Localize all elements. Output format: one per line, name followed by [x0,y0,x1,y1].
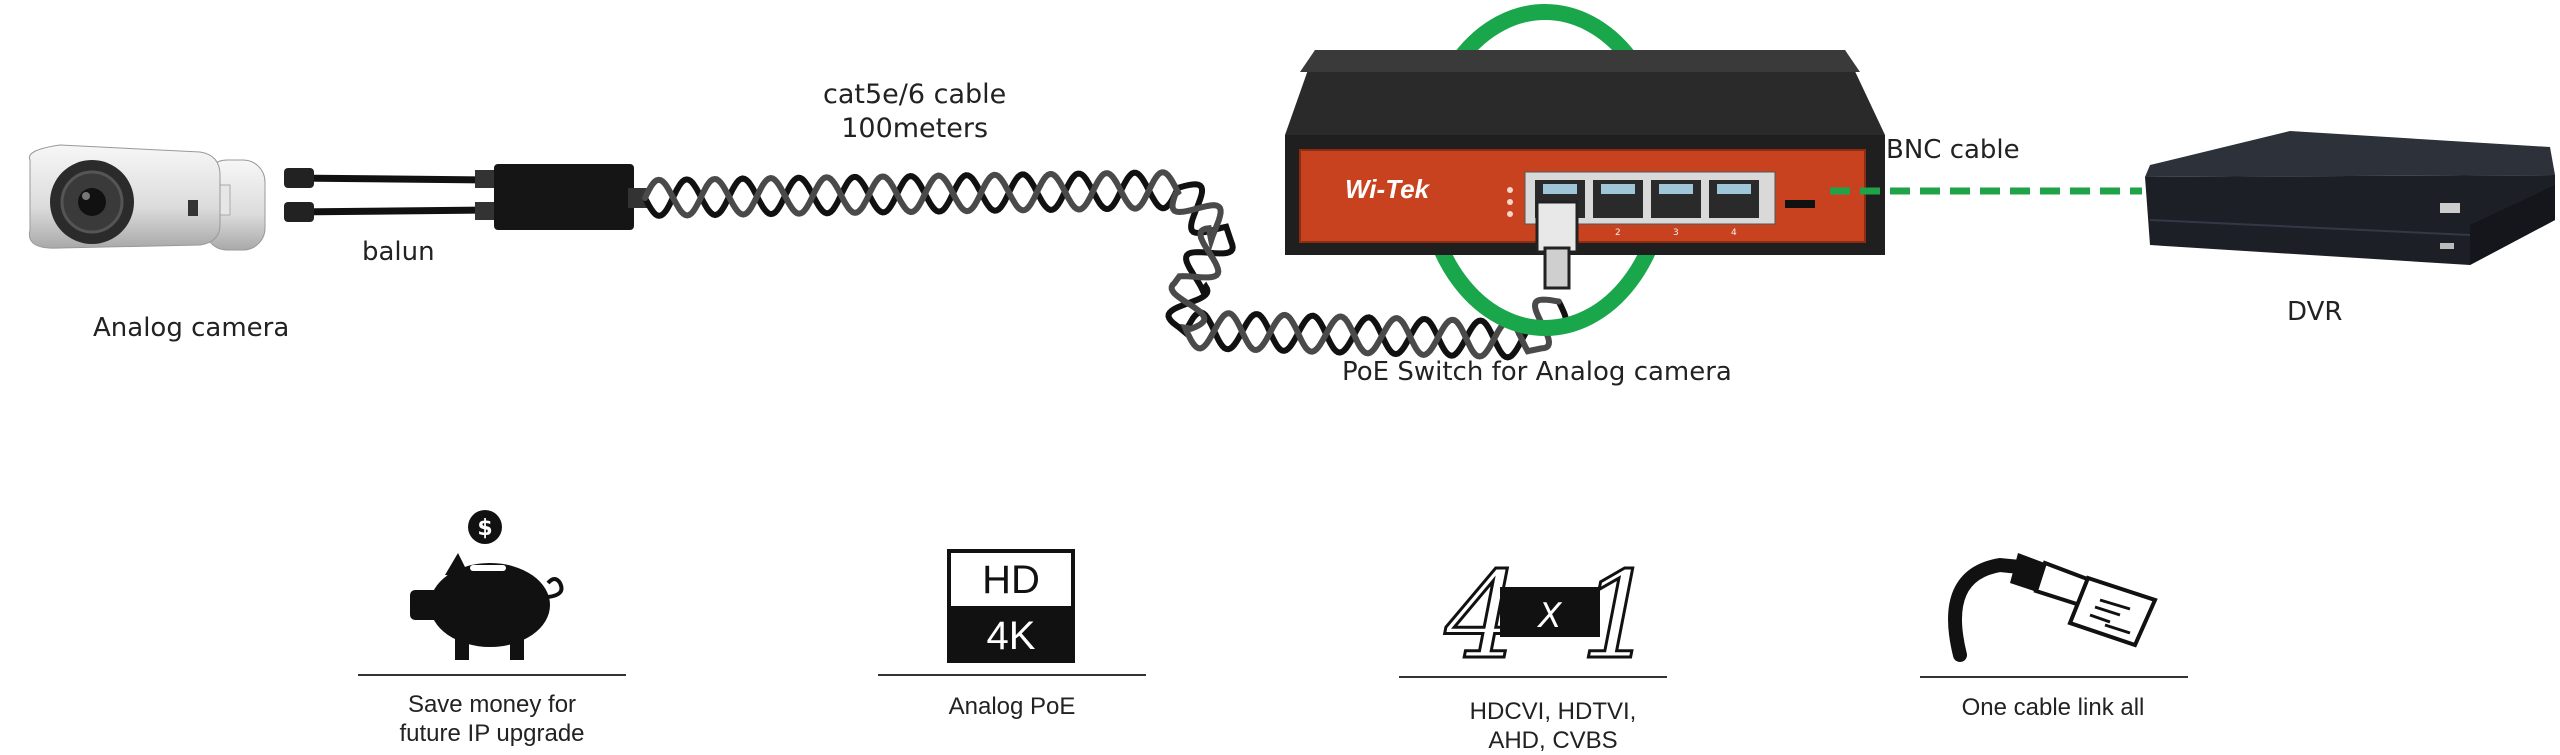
piggy-bank-icon: $ [410,510,564,660]
feature-divider-3 [1399,676,1667,678]
feature-3-line2: AHD, CVBS [1488,727,1618,754]
four-in-one-icon: 4 X 1 [1443,546,1658,688]
cable-label-line1: cat5e/6 cable [823,79,1007,110]
switch-port-4: 4 [1731,228,1737,238]
svg-text:$: $ [477,516,492,541]
bnc-cable-line [1830,187,2142,195]
cable-strand-b [642,169,1562,360]
switch-brand: Wi-Tek [1345,174,1431,204]
hd-text: HD [982,558,1040,602]
feature-label-one-cable: One cable link all [1893,693,2213,722]
feature-label-formats: HDCVI, HDTVI, AHD, CVBS [1393,697,1713,755]
feature-divider-1 [358,674,626,676]
camera-leads [284,168,497,222]
feature-1-line1: Save money for [407,691,577,718]
feature-label-analog-poe: Analog PoE [852,692,1172,721]
bnc-cable-label: BNC cable [1886,135,2020,165]
poe-switch: Wi-Tek 1 2 3 4 [1285,50,1885,290]
dvr-label: DVR [2287,297,2343,327]
feature-divider-4 [1920,676,2188,678]
feature-label-save-money: Save money for future IP upgrade [332,690,652,748]
cable-strand-a [642,169,1569,361]
ethernet-plug-icon [1948,553,2158,662]
hd-4k-icon: HD 4K [947,549,1075,663]
feature-1-line2: future IP upgrade [399,720,585,747]
cable-label: cat5e/6 cable 100meters [823,78,1006,146]
balun-device [494,164,648,230]
cable-label-line2: 100meters [841,113,989,144]
feature-3-line1: HDCVI, HDTVI, [1469,698,1637,725]
balun-label: balun [362,237,435,267]
times-glyph: X [1536,596,1562,636]
four-glyph: 4 [1444,547,1521,686]
switch-port-3: 3 [1673,228,1679,238]
feature-2-line1: Analog PoE [948,693,1076,720]
feature-4-line1: One cable link all [1961,694,2145,721]
k4-text: 4K [987,614,1036,658]
one-glyph: 1 [1580,547,1656,686]
camera-label: Analog camera [93,313,290,343]
analog-camera-icon [28,144,266,251]
dvr-device [2145,131,2555,265]
switch-port-2: 2 [1615,228,1621,238]
feature-divider-2 [878,674,1146,676]
switch-label: PoE Switch for Analog camera [1342,357,1732,387]
